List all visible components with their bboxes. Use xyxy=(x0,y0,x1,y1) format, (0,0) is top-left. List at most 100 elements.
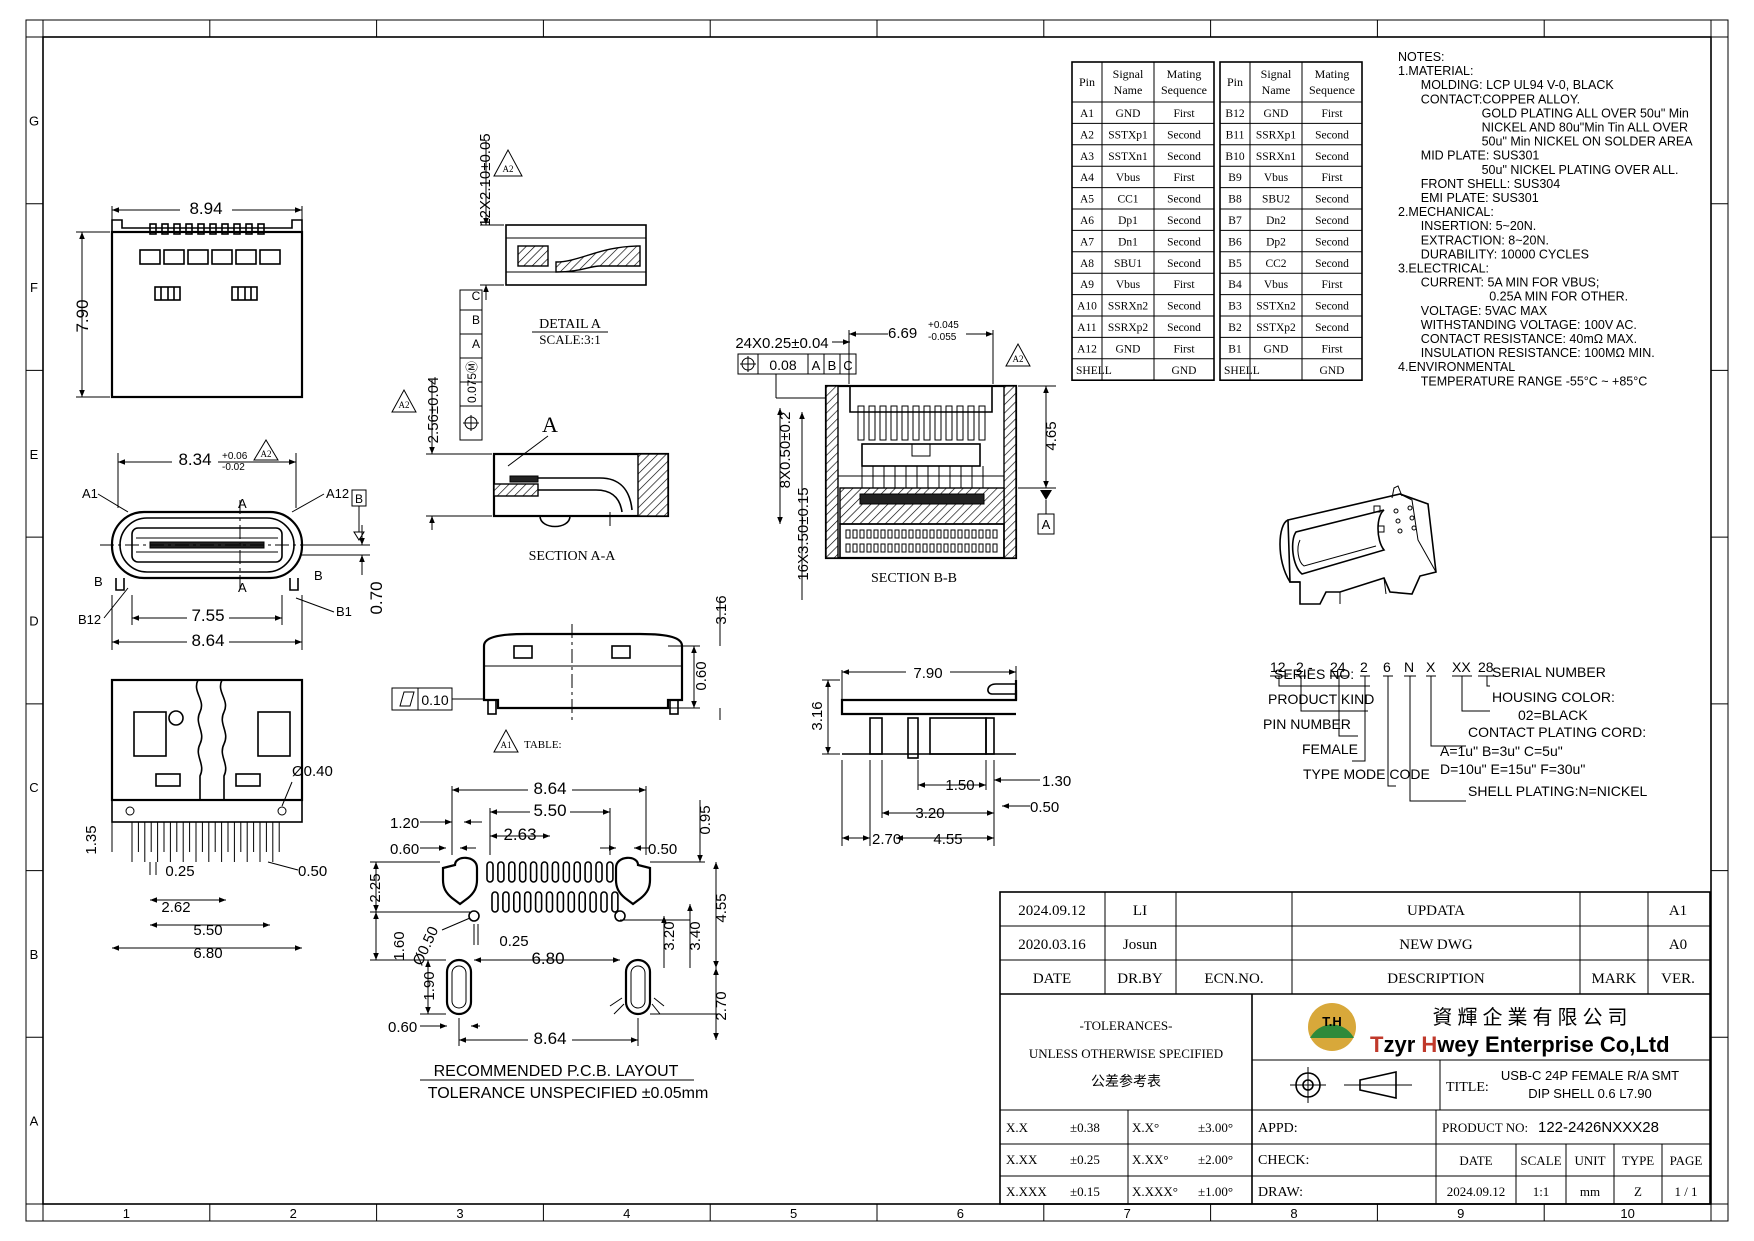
pin-table-cell: SSRXp2 xyxy=(1108,322,1149,334)
svg-text:SERIAL NUMBER: SERIAL NUMBER xyxy=(1492,664,1606,680)
col-label: 1 xyxy=(123,1206,130,1221)
pin-table-cell: Dp2 xyxy=(1266,236,1286,248)
pin-table-cell: SSRXn1 xyxy=(1256,151,1297,163)
side-view: 3.16 0.60 0.10 A1 TABLE: xyxy=(391,595,730,753)
bottom-hole-dim: Ø0.40 xyxy=(292,763,333,780)
pin-table-cell: Second xyxy=(1315,129,1349,141)
note-line: DURABILITY: 10000 CYCLES xyxy=(1421,247,1589,261)
note-line: CONTACT RESISTANCE: 40mΩ MAX. xyxy=(1421,332,1637,346)
section-aa-height: 2.56±0.04 xyxy=(425,377,442,444)
top-height-dim: 7.90 xyxy=(73,299,92,332)
part-code: X xyxy=(1426,659,1436,675)
svg-text:0.60: 0.60 xyxy=(693,661,710,690)
pin-table-cell: Second xyxy=(1315,215,1349,227)
svg-text:2.63: 2.63 xyxy=(503,825,536,844)
pin-table-cell: Dn2 xyxy=(1266,215,1286,227)
part-code: 24 xyxy=(1330,659,1346,675)
svg-text:3.20: 3.20 xyxy=(661,921,678,950)
pin-table-cell: SSTXp1 xyxy=(1108,129,1148,141)
pin-table-header: Signal xyxy=(1113,67,1144,81)
tolerances-title: -TOLERANCES- xyxy=(1080,1018,1173,1033)
col-label: 8 xyxy=(1290,1206,1297,1221)
pin-table-cell: Vbus xyxy=(1264,279,1289,291)
svg-text:-0.055: -0.055 xyxy=(928,332,957,343)
part-code: 6 xyxy=(1383,659,1391,675)
svg-text:NEW DWG: NEW DWG xyxy=(1399,937,1473,953)
svg-text:PRODUCT KIND: PRODUCT KIND xyxy=(1268,691,1374,707)
pin-table-cell: Second xyxy=(1167,129,1201,141)
note-line: INSULATION RESISTANCE: 100MΩ MIN. xyxy=(1421,346,1655,360)
pin-table-header: Pin xyxy=(1079,75,1095,89)
tolerance-cell: X.X xyxy=(1006,1120,1029,1135)
svg-text:D=10u" E=15u" F=30u": D=10u" E=15u" F=30u" xyxy=(1440,761,1585,777)
tb-value: 2024.09.12 xyxy=(1447,1184,1506,1199)
pin-table-cell: B8 xyxy=(1228,194,1242,206)
pin-table-cell: B12 xyxy=(1225,108,1244,120)
pin-table-cell: Second xyxy=(1315,236,1349,248)
section-label-a: A xyxy=(542,412,558,437)
svg-text:0.10: 0.10 xyxy=(421,692,448,708)
svg-text:8.64: 8.64 xyxy=(533,1029,566,1048)
right-side-view: 7.90 3.16 1.50 1.30 3.20 0.50 2.70 4.55 xyxy=(809,662,1071,848)
pin-table-cell: Second xyxy=(1167,151,1201,163)
pin-table-cell: CC1 xyxy=(1117,194,1138,206)
svg-text:2.70: 2.70 xyxy=(872,831,901,848)
pin-table-header: Signal xyxy=(1261,67,1292,81)
note-line: 1.MATERIAL: xyxy=(1398,64,1473,78)
pin-table: PinSignalNameMatingSequencePinSignalName… xyxy=(1071,61,1363,382)
pin-table-cell: Vbus xyxy=(1116,279,1141,291)
svg-text:4.65: 4.65 xyxy=(1043,421,1060,450)
pin-table-cell: B4 xyxy=(1228,279,1242,291)
pin-table-cell: Vbus xyxy=(1116,172,1141,184)
pin-table-cell: GND xyxy=(1116,108,1141,120)
pin-table-cell: Second xyxy=(1167,258,1201,270)
tolerance-cell: X.XX xyxy=(1006,1152,1038,1167)
detail-a: 12X2.10±0.05 A2 DETAIL A SCALE:3:1 xyxy=(477,133,647,347)
tb-header: DATE xyxy=(1459,1153,1492,1168)
company-name-en: Tzyr Hwey Enterprise Co,Ltd xyxy=(1370,1032,1670,1057)
svg-text:LI: LI xyxy=(1133,903,1147,919)
pcb-layout: 8.64 5.50 2.63 1.20 0.60 0.50 0.95 2.25 … xyxy=(367,778,730,1102)
svg-text:5.50: 5.50 xyxy=(193,922,222,939)
tb-header: SCALE xyxy=(1520,1153,1561,1168)
svg-text:SHELL PLATING:N=NICKEL: SHELL PLATING:N=NICKEL xyxy=(1468,783,1648,799)
svg-text:0.08: 0.08 xyxy=(769,357,796,373)
section-aa-title: SECTION A-A xyxy=(529,549,617,564)
svg-text:2.62: 2.62 xyxy=(161,899,190,916)
pin-table-cell: Second xyxy=(1315,151,1349,163)
pin-table-cell: SHELL xyxy=(1076,365,1112,377)
svg-text:A=1u" B=3u" C=5u": A=1u" B=3u" C=5u" xyxy=(1440,743,1563,759)
svg-text:A: A xyxy=(238,580,247,595)
note-line: MID PLATE: SUS301 xyxy=(1421,149,1540,163)
pin-table-cell: A1 xyxy=(1080,108,1094,120)
pin-table-header: Sequence xyxy=(1309,83,1355,97)
tb-value: Z xyxy=(1634,1184,1642,1199)
svg-text:6.80: 6.80 xyxy=(193,945,222,962)
front-height-dim: 0.70 xyxy=(367,581,386,614)
pin-table-cell: A6 xyxy=(1080,215,1094,227)
note-line: MOLDING: LCP UL94 V-0, BLACK xyxy=(1421,78,1615,92)
note-line: NOTES: xyxy=(1398,50,1445,64)
note-line: VOLTAGE: 5VAC MAX xyxy=(1421,304,1548,318)
svg-text:TYPE MODE CODE: TYPE MODE CODE xyxy=(1303,766,1430,782)
section-bb-title: SECTION B-B xyxy=(871,571,957,586)
pin-a12-label: A12 xyxy=(326,486,349,501)
svg-text:A1: A1 xyxy=(501,740,512,750)
company-name-cn: 資 輝 企 業 有 限 公 司 xyxy=(1433,1006,1628,1029)
tolerance-cell: ±0.25 xyxy=(1070,1152,1100,1167)
company-logo: T.H xyxy=(1322,1014,1342,1029)
svg-text:1.20: 1.20 xyxy=(390,815,419,832)
pin-table-header: Pin xyxy=(1227,75,1243,89)
svg-text:6.80: 6.80 xyxy=(531,949,564,968)
note-line: 50u" Min NICKEL ON SOLDER AREA xyxy=(1482,135,1694,149)
svg-text:3.16: 3.16 xyxy=(809,701,826,730)
note-line: TEMPERATURE RANGE -55°C ~ +85°C xyxy=(1421,374,1648,388)
svg-text:MARK: MARK xyxy=(1591,971,1636,987)
tb-value: 1 / 1 xyxy=(1674,1184,1697,1199)
svg-text:3.16: 3.16 xyxy=(713,595,730,624)
top-view: 8.94 7.90 xyxy=(73,198,304,399)
pin-table-cell: First xyxy=(1321,108,1343,120)
svg-text:CHECK:: CHECK: xyxy=(1258,1153,1309,1168)
svg-text:ECN.NO.: ECN.NO. xyxy=(1204,971,1263,987)
tolerance-cell: ±2.00° xyxy=(1198,1152,1233,1167)
